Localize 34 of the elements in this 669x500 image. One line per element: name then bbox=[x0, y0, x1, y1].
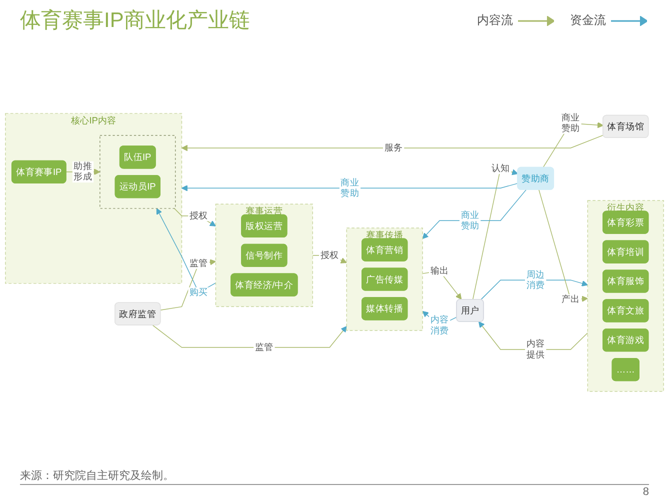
edge-label: 商业赞助 bbox=[460, 209, 480, 231]
edge-label: 周边消费 bbox=[526, 268, 545, 290]
source-note: 来源：研究院自主研究及绘制。 bbox=[20, 468, 174, 483]
edge-label: 输出 bbox=[430, 264, 449, 276]
edge-label: 购买 bbox=[189, 286, 208, 298]
arrow bbox=[538, 189, 588, 302]
edge-label: 内容消费 bbox=[430, 314, 449, 336]
edge-label: 内容提供 bbox=[526, 338, 545, 360]
arrow bbox=[174, 208, 216, 226]
arrow bbox=[472, 168, 518, 300]
edge-label: 监管 bbox=[254, 341, 274, 352]
arrow bbox=[160, 259, 216, 310]
edge-label: 服务 bbox=[384, 142, 403, 153]
arrow bbox=[480, 280, 588, 300]
edge-label: 助推形成 bbox=[74, 160, 92, 182]
edge-label: 商业赞助 bbox=[561, 112, 580, 134]
arrow bbox=[542, 122, 604, 168]
arrow bbox=[66, 168, 100, 175]
edge-label: 认知 bbox=[491, 162, 510, 174]
edge-label: 监管 bbox=[189, 258, 208, 268]
legend-label: 资金流 bbox=[570, 12, 606, 29]
edge-label: 授权 bbox=[320, 249, 339, 260]
legend-label: 内容流 bbox=[477, 12, 513, 29]
edge-label: 产出 bbox=[561, 294, 580, 304]
arrow bbox=[181, 183, 518, 192]
arrow bbox=[422, 189, 527, 239]
arrow bbox=[152, 324, 347, 348]
cluster bbox=[100, 134, 176, 209]
arrow bbox=[181, 135, 604, 152]
edge-label: 授权 bbox=[189, 210, 208, 221]
title: 体育赛事IP商业化产业链 bbox=[20, 8, 250, 34]
page-number: 8 bbox=[642, 486, 649, 498]
arrow bbox=[478, 321, 588, 350]
edge-label: 商业赞助 bbox=[340, 176, 360, 198]
